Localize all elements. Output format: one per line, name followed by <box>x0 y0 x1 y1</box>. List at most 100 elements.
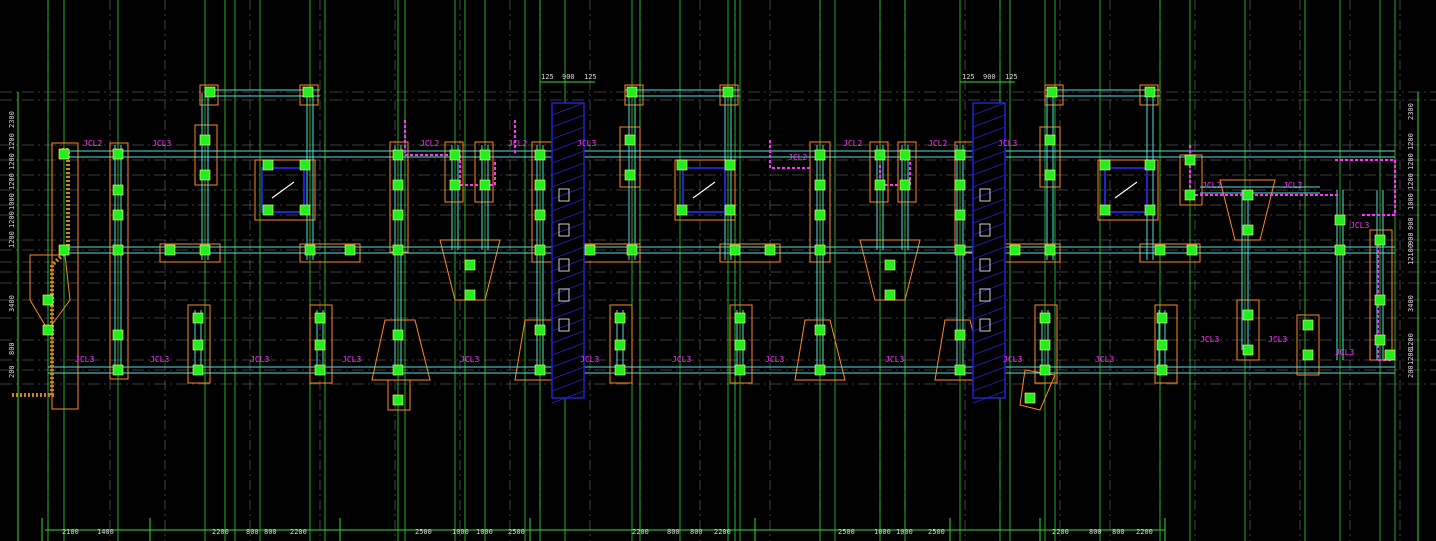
hatch-line <box>972 162 1006 176</box>
magenta-line <box>879 160 911 186</box>
footing-rect <box>1034 304 1058 384</box>
footing-rect <box>1296 314 1320 376</box>
column <box>392 149 404 161</box>
stair-zone <box>972 102 1006 399</box>
column <box>392 209 404 221</box>
hatch-line <box>551 222 585 236</box>
right-dim-text: 1200 <box>1407 153 1415 170</box>
hatch-line <box>972 366 1006 380</box>
beam-label-jcl2: JCL2 <box>1283 181 1302 190</box>
footing-rect <box>1097 159 1159 221</box>
left-dim-text: 2300 <box>8 111 16 128</box>
column <box>534 244 546 256</box>
hatch-line <box>972 174 1006 188</box>
column <box>814 179 826 191</box>
stair-note-mark <box>979 288 991 302</box>
top-dim-text: 125 <box>1005 73 1018 81</box>
pit-outline <box>1104 167 1148 213</box>
footing-trapezoid <box>794 319 846 381</box>
left-dim-text: 3400 <box>8 295 16 312</box>
right-dim-text: 12100 <box>1407 244 1415 265</box>
hatch-line <box>551 210 585 224</box>
bottom-dim-text: 2200 <box>632 528 649 536</box>
column <box>899 179 911 191</box>
column <box>304 244 316 256</box>
column <box>734 339 746 351</box>
column <box>199 169 211 181</box>
column <box>199 134 211 146</box>
right-dim-text: 1000 <box>1407 193 1415 210</box>
beam-label-jcl2: JCL2 <box>83 139 102 148</box>
column <box>192 364 204 376</box>
beam-label-jcl3: JCL3 <box>580 355 599 364</box>
beam-label-jcl3: JCL3 <box>1095 355 1114 364</box>
footing-rect <box>474 141 494 203</box>
column <box>534 149 546 161</box>
hatch-line <box>972 150 1006 164</box>
bottom-dim-text: 1400 <box>97 528 114 536</box>
column <box>1154 244 1166 256</box>
column <box>112 209 124 221</box>
footing-rect <box>109 142 129 380</box>
hatch-line <box>972 378 1006 392</box>
column <box>534 209 546 221</box>
bottom-dim-text: 800 <box>264 528 277 536</box>
hatch-line <box>551 162 585 176</box>
footing-rect <box>624 84 644 106</box>
footing-rect <box>674 159 736 221</box>
beam-label-jcl2: JCL2 <box>508 139 527 148</box>
bottom-dim-text: 2500 <box>415 528 432 536</box>
column <box>112 184 124 196</box>
column <box>58 148 70 160</box>
hatch-line <box>551 378 585 392</box>
column <box>954 209 966 221</box>
column <box>112 244 124 256</box>
column <box>1374 234 1386 246</box>
stair-hatch-zones <box>261 102 1148 404</box>
column <box>534 364 546 376</box>
stair-note-mark <box>979 188 991 202</box>
column <box>764 244 776 256</box>
column <box>814 364 826 376</box>
hatch-line <box>551 390 585 404</box>
footing-rect <box>254 159 316 221</box>
hatch-line <box>551 318 585 332</box>
footing-rect <box>1044 84 1064 106</box>
column <box>624 134 636 146</box>
column <box>954 244 966 256</box>
footing-rect <box>729 304 753 384</box>
right-dim-text: 1200 <box>1407 348 1415 365</box>
column <box>626 244 638 256</box>
column <box>314 312 326 324</box>
hatch-line <box>972 270 1006 284</box>
beam-label-jcl3: JCL3 <box>342 355 361 364</box>
footing-rect <box>719 84 739 106</box>
column <box>1039 364 1051 376</box>
column <box>814 149 826 161</box>
column <box>626 86 638 98</box>
column <box>1374 334 1386 346</box>
column <box>1039 312 1051 324</box>
beam-label-jcl3: JCL3 <box>1268 335 1287 344</box>
column <box>392 394 404 406</box>
column <box>1024 392 1036 404</box>
bottom-dim-text: 2200 <box>290 528 307 536</box>
hatch-line <box>551 366 585 380</box>
hatch-line <box>972 210 1006 224</box>
hatch-line <box>972 222 1006 236</box>
column <box>302 86 314 98</box>
beam-label-jcl3: JCL3 <box>1335 348 1354 357</box>
stair-note-mark <box>558 258 570 272</box>
hatch-line <box>972 354 1006 368</box>
bottom-dim-text: 2200 <box>1052 528 1069 536</box>
right-dim-text: 3400 <box>1407 295 1415 312</box>
beam-label-jcl3: JCL3 <box>1200 335 1219 344</box>
pit-outline <box>261 167 305 213</box>
left-dim-text: 1200 <box>8 133 16 150</box>
bottom-dim-text: 800 <box>1089 528 1102 536</box>
beam-label-jcl3: JCL3 <box>250 355 269 364</box>
hatch-line <box>551 114 585 128</box>
